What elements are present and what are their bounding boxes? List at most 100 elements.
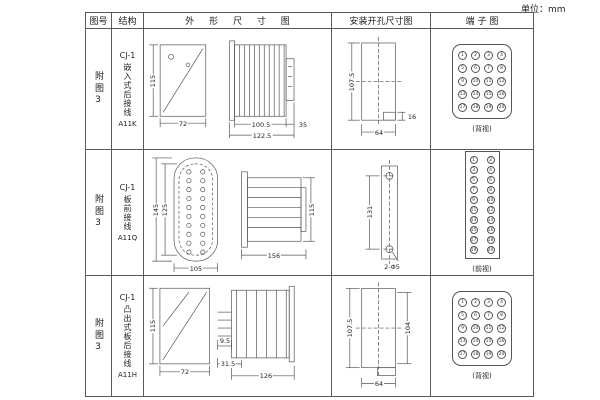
install-cell-row1: 107.5 16 64 — [332, 29, 431, 150]
dim-label: 125 — [160, 202, 169, 218]
header-terminal: 端 子 图 — [431, 13, 533, 29]
dim-label: 2-Φ5 — [383, 262, 401, 271]
terminal-circle: 1 — [469, 156, 478, 164]
figure-number: 附图3 — [93, 317, 103, 355]
dim-label: 16 — [406, 112, 418, 121]
terminal-circle: 16 — [497, 337, 506, 346]
dim-label: 64 — [373, 379, 385, 388]
terminal-view-label: (前视) — [472, 265, 492, 273]
terminal-circle: 10 — [471, 77, 480, 86]
terminal-circle: 2 — [471, 298, 480, 307]
terminal-circle: 13 — [469, 216, 478, 224]
terminal-circle: 3 — [469, 166, 478, 174]
terminal-circle: 19 — [484, 350, 493, 359]
outline-cell-row3: 115 72 9.5 31.5 126 — [144, 276, 332, 396]
structure-cell-row3: CJ-1 凸出式板后接线 A11H — [112, 276, 144, 396]
header-structure: 结构 — [112, 13, 144, 29]
terminal-circle: 3 — [484, 51, 493, 60]
terminal-circle: 16 — [486, 226, 495, 234]
terminal-circle: 10 — [486, 196, 495, 204]
structure-desc: 嵌入式后接线 — [123, 62, 132, 117]
terminal-circle: 8 — [497, 311, 506, 320]
terminal-circle: 17 — [469, 236, 478, 244]
figure-number: 附图3 — [93, 194, 103, 231]
terminal-circle: 14 — [471, 90, 480, 99]
terminal-circle: 5 — [469, 176, 478, 184]
terminal-circle: 20 — [497, 103, 506, 112]
terminal-circle: 6 — [471, 311, 480, 320]
terminal-circle: 9 — [458, 324, 467, 333]
terminal-circle: 8 — [486, 186, 495, 194]
dim-label: 115 — [148, 318, 157, 334]
spec-table: 图号 结构 外 形 尺 寸 图 安装开孔尺寸图 端 子 图 附图3 CJ-1 嵌… — [85, 12, 534, 397]
model-code: A11K — [118, 119, 137, 128]
figure-number: 附图3 — [93, 70, 103, 108]
dim-label: 72 — [179, 367, 191, 376]
terminal-view-label: (背视) — [472, 372, 492, 380]
terminal-circle: 12 — [497, 77, 506, 86]
terminal-circle: 4 — [497, 51, 506, 60]
series-name: CJ-1 — [119, 50, 136, 60]
terminal-circle: 9 — [458, 77, 467, 86]
terminal-circle: 10 — [471, 324, 480, 333]
dim-label: 115 — [307, 202, 316, 218]
structure-desc: 凸出式板后接线 — [123, 305, 132, 368]
series-name: CJ-1 — [119, 183, 136, 192]
terminal-circle: 19 — [469, 246, 478, 254]
terminal-circle: 5 — [458, 64, 467, 73]
terminal-circle: 14 — [471, 337, 480, 346]
install-cell-row2: 131 2-Φ5 — [332, 150, 431, 276]
terminal-circle: 4 — [486, 166, 495, 174]
dim-label: 156 — [266, 251, 282, 260]
terminal-circle: 12 — [486, 206, 495, 214]
dim-label: 31.5 — [219, 359, 237, 368]
fig-cell-row1: 附图3 — [86, 29, 112, 150]
terminal-circle: 20 — [486, 246, 495, 254]
dim-label: 131 — [365, 204, 374, 220]
dim-label: 122.5 — [251, 131, 273, 140]
dim-label: 35 — [297, 120, 309, 129]
dim-label: 115 — [148, 73, 157, 89]
install-drawing-a11q — [365, 160, 399, 265]
outline-cell-row2: 145 125 105 156 115 — [144, 150, 332, 276]
fig-cell-row3: 附图3 — [86, 276, 112, 396]
install-drawing-a11k — [347, 37, 406, 137]
install-cell-row3: 107.5 104 64 — [332, 276, 431, 396]
model-code: A11H — [118, 371, 137, 379]
outline-cell-row1: 115 72 100.5 122.5 35 — [144, 29, 332, 150]
dim-label: 105 — [188, 264, 204, 273]
dim-label: 72 — [177, 119, 189, 128]
terminal-circle: 7 — [469, 186, 478, 194]
terminal-circle: 5 — [458, 311, 467, 320]
terminal-circle: 8 — [497, 64, 506, 73]
terminal-circle: 15 — [469, 226, 478, 234]
terminal-circle: 18 — [471, 350, 480, 359]
terminal-circle: 7 — [484, 311, 493, 320]
header-install: 安装开孔尺寸图 — [332, 13, 431, 29]
terminal-circle: 18 — [471, 103, 480, 112]
dim-label: 100.5 — [250, 120, 272, 129]
dim-label: 104 — [403, 320, 412, 336]
dim-label: 126 — [258, 371, 274, 380]
terminal-circle: 15 — [484, 337, 493, 346]
structure-cell-row2: CJ-1 板前接线 A11Q — [112, 150, 144, 276]
terminal-circle: 6 — [471, 64, 480, 73]
terminal-circle: 19 — [484, 103, 493, 112]
terminal-circle: 17 — [458, 350, 467, 359]
header-outline: 外 形 尺 寸 图 — [144, 13, 332, 29]
fig-cell-row2: 附图3 — [86, 150, 112, 276]
terminal-circle: 7 — [484, 64, 493, 73]
terminal-circle: 2 — [471, 51, 480, 60]
terminal-circle: 15 — [484, 90, 493, 99]
dim-label: 145 — [151, 202, 160, 218]
terminal-circle: 16 — [497, 90, 506, 99]
terminal-circle: 13 — [458, 90, 467, 99]
terminal-view-label: (背视) — [472, 125, 492, 133]
terminal-circle: 3 — [484, 298, 493, 307]
terminal-circle: 11 — [469, 206, 478, 214]
